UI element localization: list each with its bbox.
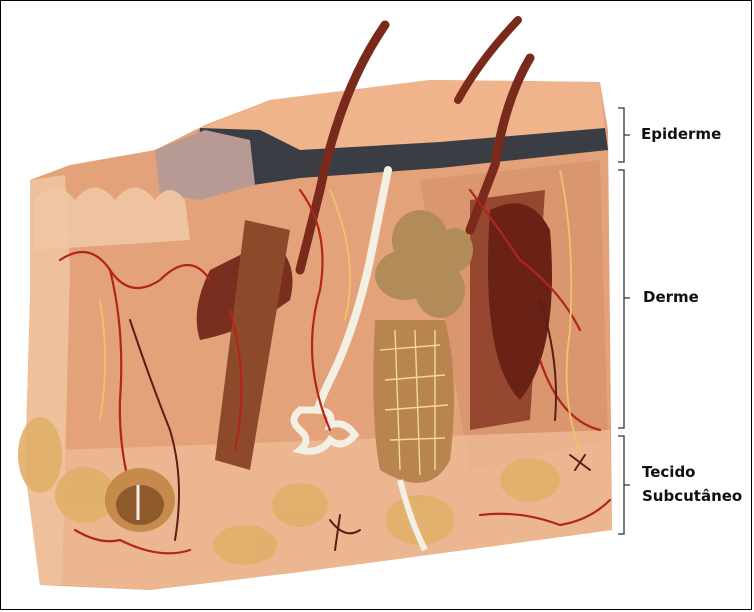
bracket-subcutaneo <box>618 436 630 534</box>
label-tecido-line2: Subcutâneo <box>642 486 742 506</box>
label-tecido-subcutaneo: Tecido Subcutâneo <box>642 462 742 506</box>
label-epiderme: Epiderme <box>641 124 721 144</box>
label-derme: Derme <box>643 287 699 307</box>
bracket-derme <box>618 170 630 428</box>
bracket-epiderme <box>618 108 630 162</box>
label-tecido-line1: Tecido <box>642 462 742 482</box>
